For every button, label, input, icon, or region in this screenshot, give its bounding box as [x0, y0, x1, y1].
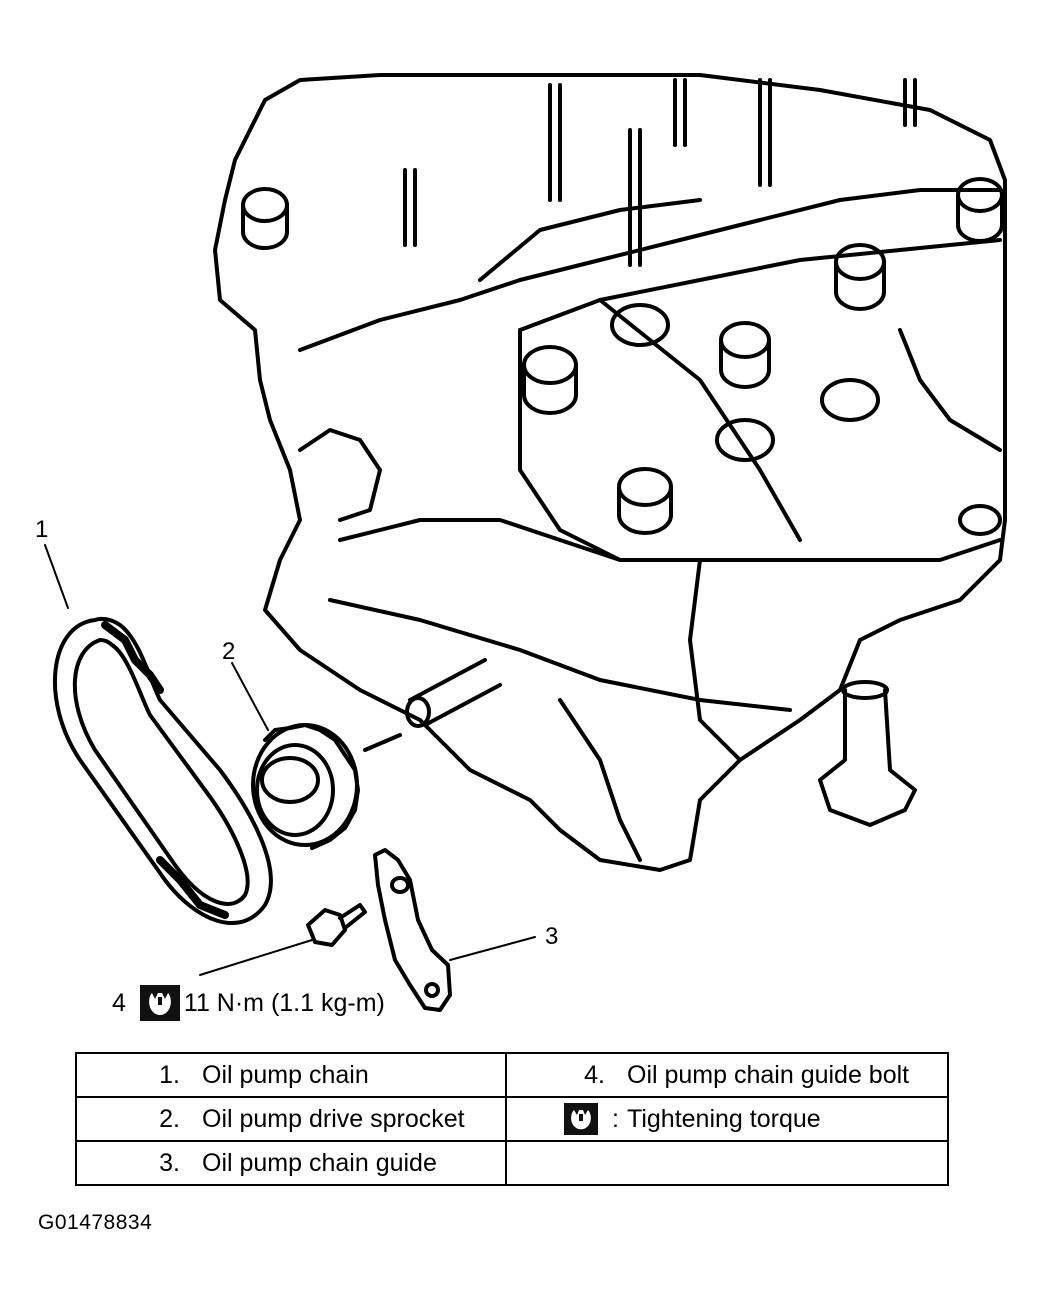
callout-leader-3	[449, 936, 536, 961]
callout-3: 3	[545, 923, 559, 950]
parts-legend-table: 1. Oil pump chain 4. Oil pump chain guid…	[75, 1052, 949, 1186]
callout-leader-4	[199, 939, 313, 976]
legend-label: Oil pump chain guide	[202, 1148, 437, 1177]
torque-wrench-icon	[139, 985, 180, 1021]
engine-bosses	[241, 177, 1004, 536]
callout-2: 2	[222, 638, 236, 665]
callout-1: 1	[35, 516, 49, 543]
legend-row: 3. Oil pump chain guide	[75, 1140, 949, 1186]
legend-number: 1.	[159, 1060, 180, 1089]
legend-row: 2. Oil pump drive sprocket : Tightening …	[75, 1096, 949, 1142]
oil-pump-drive-sprocket	[251, 723, 360, 850]
engine-studs	[403, 78, 917, 267]
legend-label: Oil pump chain	[202, 1060, 369, 1089]
oil-strainer	[818, 680, 917, 827]
torque-wrench-icon	[564, 1103, 599, 1135]
callout-4: 4	[112, 988, 126, 1017]
oil-pump-chain-guide-bolt	[306, 903, 367, 947]
figure-id: G01478834	[38, 1211, 153, 1234]
oil-pump-chain	[52, 616, 273, 925]
legend-label: Tightening torque	[627, 1104, 821, 1133]
torque-value: 11 N·m (1.1 kg-m)	[183, 988, 385, 1017]
legend-row: 1. Oil pump chain 4. Oil pump chain guid…	[75, 1052, 949, 1098]
legend-number: 3.	[159, 1148, 180, 1177]
legend-label: Oil pump chain guide bolt	[627, 1060, 910, 1089]
oil-pump-chain-guide	[373, 848, 452, 1012]
engine-exploded-diagram	[44, 73, 1007, 1012]
shaft-leader	[363, 733, 402, 752]
legend-number: 2.	[159, 1104, 180, 1133]
engine-block	[213, 73, 1007, 872]
torque-spec: 4 11 N·m (1.1 kg-m)	[112, 985, 385, 1021]
oil-pump-shaft	[405, 658, 502, 728]
callout-leader-2	[231, 662, 269, 731]
callout-leader-1	[44, 544, 69, 609]
legend-label: Oil pump drive sprocket	[202, 1104, 465, 1133]
legend-separator: :	[612, 1104, 619, 1133]
legend-number: 4.	[584, 1060, 605, 1089]
